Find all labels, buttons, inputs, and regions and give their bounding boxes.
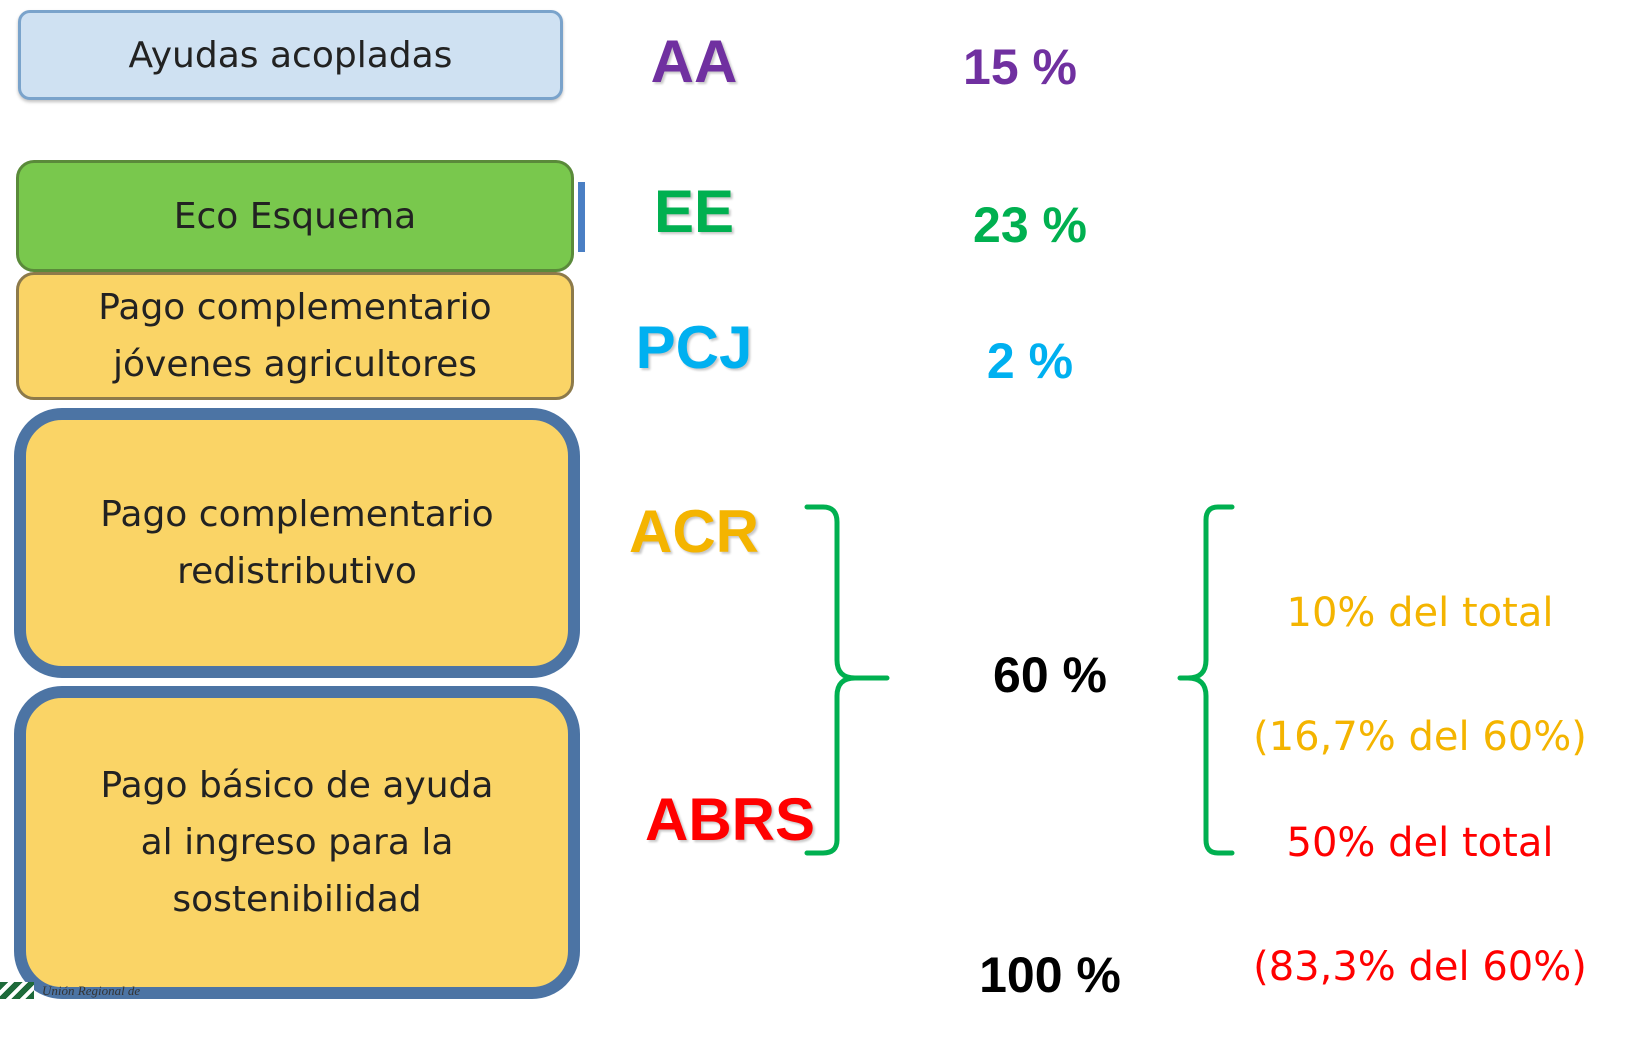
box-pago-complementario-redistributivo: Pago complementario redistributivo (14, 408, 580, 678)
box-eco-esquema: Eco Esquema (16, 160, 574, 272)
box-ayudas-acopladas: Ayudas acopladas (18, 10, 563, 100)
abbr-aa: AA (650, 28, 738, 95)
pct-pcj: 2 % (986, 333, 1074, 389)
abrs-share-note: 50% del total (83,3% del 60%) (1220, 750, 1620, 1060)
pct-ee: 23 % (973, 197, 1087, 253)
abbr-acr: ACR (629, 498, 759, 565)
pct-aa: 15 % (963, 39, 1077, 95)
box-pago-complementario-jovenes: Pago complementario jóvenes agricultores (16, 272, 574, 400)
logo-text: Unión Regional de (42, 983, 141, 998)
blue-side-tab (578, 182, 585, 252)
box-pago-basico-sostenibilidad: Pago básico de ayuda al ingreso para la … (14, 686, 580, 999)
left-curly-brace (1177, 504, 1235, 856)
pct-total: 100 % (979, 947, 1121, 1003)
acr-share-note: 10% del total (16,7% del 60%) (1220, 520, 1620, 830)
abrs-share-of-total: 50% del total (1286, 820, 1554, 866)
abbr-abrs: ABRS (644, 786, 815, 853)
abbr-ee: EE (653, 178, 735, 245)
pct-combined: 60 % (993, 647, 1107, 703)
logo-mark-icon (0, 982, 34, 999)
acr-share-of-60: (16,7% del 60%) (1253, 714, 1587, 760)
abrs-share-of-60: (83,3% del 60%) (1253, 944, 1587, 990)
union-regional-logo: Unión Regional de (0, 982, 220, 999)
right-curly-brace (804, 504, 890, 856)
abbr-pcj: PCJ (635, 314, 753, 381)
acr-share-of-total: 10% del total (1286, 590, 1554, 636)
